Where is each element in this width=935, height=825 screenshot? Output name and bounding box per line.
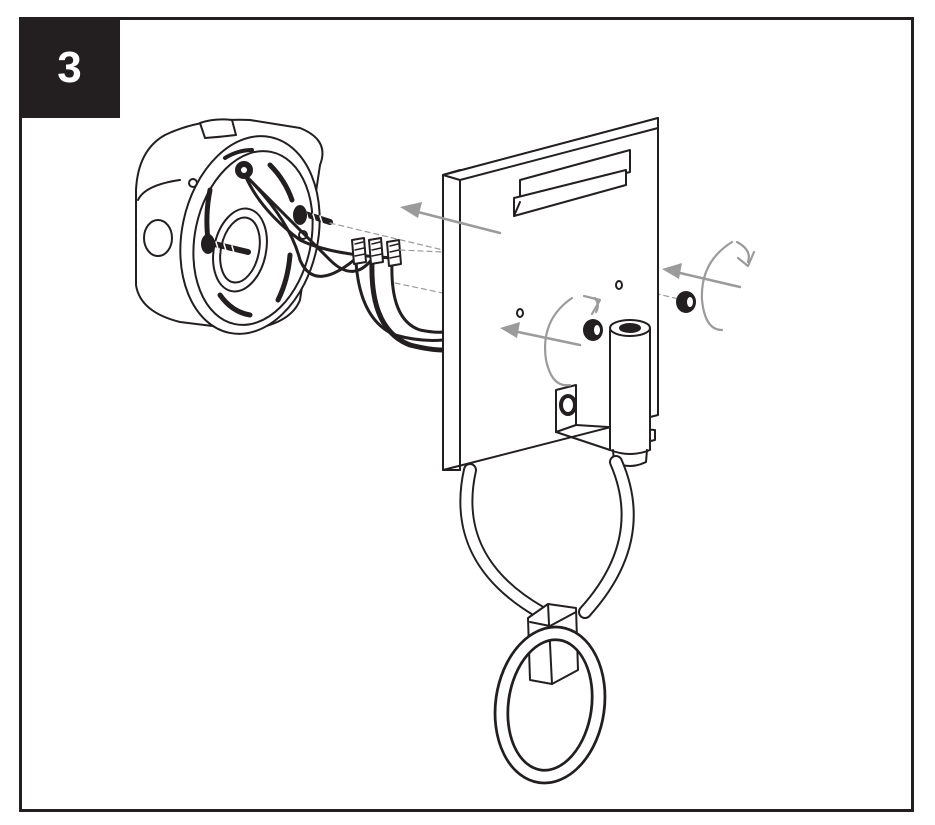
mounting-bracket: [179, 135, 321, 335]
rotate-icon-right: [700, 240, 756, 332]
step-number: 3: [57, 42, 82, 92]
bracket-screw-lower: [201, 234, 251, 257]
wire-nut-2: [368, 237, 384, 265]
direction-arrows: [400, 202, 756, 387]
arrow-screw-left: [500, 322, 582, 347]
wire-nuts: [351, 237, 402, 267]
set-screw-right: [676, 291, 696, 313]
set-screw-left: [583, 319, 603, 341]
towel-ring: [459, 455, 635, 785]
top-cleat: [513, 149, 631, 217]
bracket-screw-upper: [293, 205, 333, 227]
wire-nut-1: [351, 237, 367, 265]
mounting-screws: [201, 205, 333, 257]
backplate: [442, 117, 659, 471]
step-number-badge: 3: [19, 17, 120, 118]
ring-arm-mount: [555, 319, 656, 467]
arrow-push-plate: [400, 202, 502, 235]
rotate-icon-left: [544, 294, 602, 387]
wire-nut-3: [386, 239, 402, 267]
wires: [243, 173, 446, 353]
arrow-screw-right: [662, 263, 742, 289]
